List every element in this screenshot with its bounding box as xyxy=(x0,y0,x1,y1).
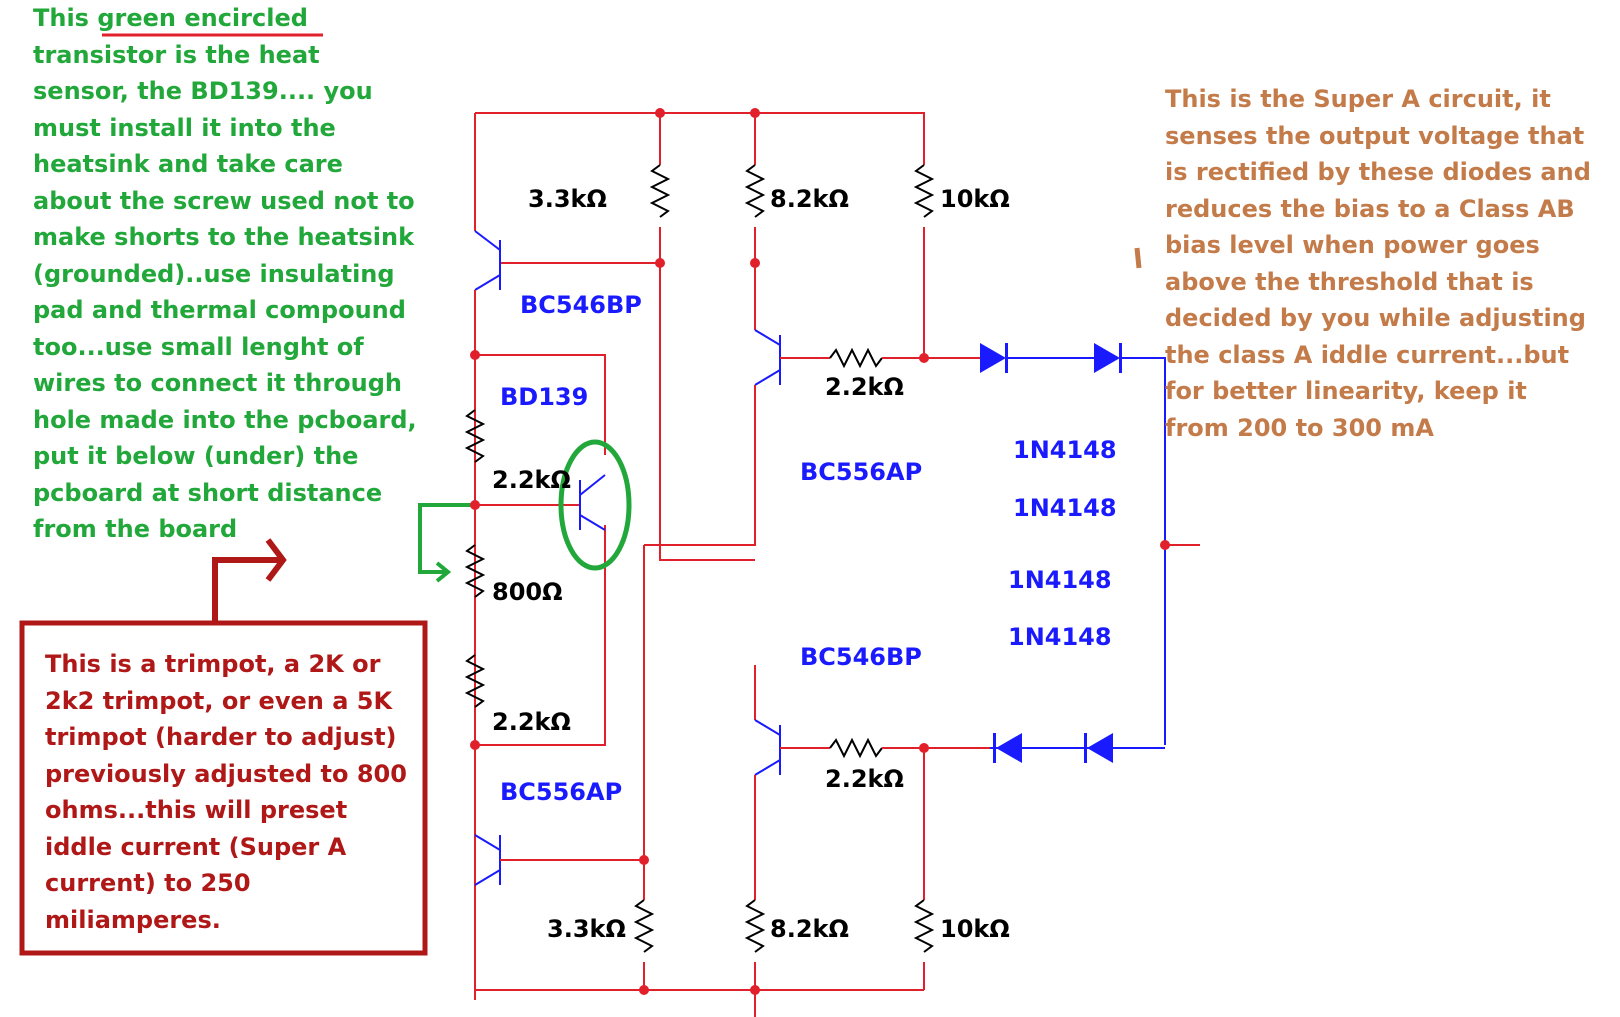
label-q-sensor: BD139 xyxy=(500,383,588,411)
note-line: miliamperes. xyxy=(45,905,221,934)
note-text: wires to connect it through xyxy=(33,369,402,397)
note-text: This xyxy=(33,4,98,32)
resistor-800-trimpot xyxy=(464,544,486,598)
note-line: the class A iddle current...but xyxy=(1165,340,1570,369)
note-line: transistor is the heat xyxy=(33,37,438,74)
note-line: too...use small lenght of xyxy=(33,329,438,366)
note-text: put it below (under) the xyxy=(33,442,359,470)
note-text: green encircled xyxy=(97,4,308,32)
green-arrow xyxy=(418,503,475,583)
note-line: from the board xyxy=(33,511,438,548)
note-text: (grounded)..use insulating xyxy=(33,259,395,288)
trimpot-note-box xyxy=(19,620,428,956)
label-r-divider-top: 2.2kΩ xyxy=(492,466,571,494)
label-r-emitter-top: 2.2kΩ xyxy=(825,373,904,401)
heat-sensor-note: This green encircled transistor is the he… xyxy=(33,0,438,548)
note-line: put it below (under) the xyxy=(33,438,438,475)
note-line: decided by you while adjusting xyxy=(1165,304,1586,332)
label-q-right-bottom: BC546BP xyxy=(800,643,922,671)
note-line: from 200 to 300 mA xyxy=(1165,413,1434,442)
note-line: bias level when power goes xyxy=(1165,231,1540,259)
note-text: about the screw used not to xyxy=(33,186,415,215)
resistor-3k3-bottom xyxy=(633,899,655,953)
note-text: too...use small lenght of xyxy=(33,332,364,361)
note-line: sensor, the BD139.... you xyxy=(33,73,438,110)
note-line: for better linearity, keep it xyxy=(1165,377,1527,405)
resistor-10k-top xyxy=(913,164,935,218)
note-line: about the screw used not to xyxy=(33,183,438,220)
note-line: hole made into the pcboard, xyxy=(33,402,438,439)
label-d1: 1N4148 xyxy=(1013,436,1117,464)
note-line: above the threshold that is xyxy=(1165,267,1534,296)
note-text: from the board xyxy=(33,515,238,543)
label-r-top-mid: 8.2kΩ xyxy=(770,185,849,213)
label-q-bottom-left: BC556AP xyxy=(500,778,622,806)
label-r-trimpot: 800Ω xyxy=(492,578,563,606)
bjt-bc546bp-top xyxy=(474,274,501,291)
note-line: This is a trimpot, a 2K or xyxy=(45,650,381,678)
diode-1n4148-1 xyxy=(980,343,1006,373)
resistor-2k2-emitter-bottom xyxy=(829,737,883,759)
note-line: is rectified by these diodes and xyxy=(1165,158,1591,186)
note-line: senses the output voltage that xyxy=(1165,121,1585,150)
trimpot-note: This is a trimpot, a 2K or 2k2 trimpot, o… xyxy=(45,646,430,938)
label-q-right-top: BC556AP xyxy=(800,458,922,486)
top-rail xyxy=(475,112,925,165)
label-r-bottom-mid: 8.2kΩ xyxy=(770,915,849,943)
note-line: pad and thermal compound xyxy=(33,292,438,329)
resistor-10k-bottom xyxy=(913,899,935,953)
resistor-3k3-top xyxy=(649,164,671,218)
note-line: heatsink and take care xyxy=(33,146,438,183)
diode-1n4148-3 xyxy=(996,733,1022,763)
note-line: reduces the bias to a Class AB xyxy=(1165,194,1575,223)
resistor-2k2-divider-bottom xyxy=(464,654,486,708)
note-line: current) to 250 xyxy=(45,869,251,897)
note-line: trimpot (harder to adjust) xyxy=(45,723,397,751)
note-line: This is the Super A circuit, it xyxy=(1165,85,1551,113)
label-q-top-left: BC546BP xyxy=(520,291,642,319)
label-r-top-left: 3.3kΩ xyxy=(528,185,607,213)
note-text: transistor is the heat xyxy=(33,40,320,69)
label-r-bottom-left: 3.3kΩ xyxy=(547,915,626,943)
note-line: iddle current (Super A xyxy=(45,832,347,861)
note-line: previously adjusted to 800 xyxy=(45,759,407,788)
note-text: sensor, the BD139.... you xyxy=(33,77,373,105)
note-line: must install it into the xyxy=(33,110,438,147)
note-text: must install it into the xyxy=(33,113,336,142)
note-text: pad and thermal compound xyxy=(33,296,406,324)
diode-1n4148-2 xyxy=(1094,343,1120,373)
note-line: (grounded)..use insulating xyxy=(33,256,438,293)
resistor-8k2-bottom xyxy=(744,899,766,953)
label-d4: 1N4148 xyxy=(1008,623,1112,651)
resistor-2k2-divider-top xyxy=(464,409,486,463)
note-text: pcboard at short distance xyxy=(33,478,383,507)
label-r-divider-bottom: 2.2kΩ xyxy=(492,708,571,736)
note-line: ohms...this will preset xyxy=(45,796,348,824)
label-r-top-right: 10kΩ xyxy=(940,185,1010,213)
resistor-8k2-top xyxy=(744,164,766,218)
note-line: wires to connect it through xyxy=(33,365,438,402)
resistor-2k2-emitter-top xyxy=(829,347,883,369)
label-r-bottom-right: 10kΩ xyxy=(940,915,1010,943)
note-line: 2k2 trimpot, or even a 5K xyxy=(45,686,393,715)
red-arrow xyxy=(212,538,287,625)
super-a-circuit-note: This is the Super A circuit, it senses th… xyxy=(1165,81,1615,446)
label-d3: 1N4148 xyxy=(1008,566,1112,594)
sensor-highlight-circle xyxy=(558,439,632,571)
note-text: make shorts to the heatsink xyxy=(33,223,415,251)
diode-1n4148-4 xyxy=(1087,733,1113,763)
label-d2: 1N4148 xyxy=(1013,494,1117,522)
label-r-emitter-bottom: 2.2kΩ xyxy=(825,765,904,793)
note-line: pcboard at short distance xyxy=(33,475,438,512)
note-line: make shorts to the heatsink xyxy=(33,219,438,256)
note-text: heatsink and take care xyxy=(33,150,343,178)
note-text: hole made into the pcboard, xyxy=(33,405,417,434)
note-line: This green encircled xyxy=(33,0,438,37)
